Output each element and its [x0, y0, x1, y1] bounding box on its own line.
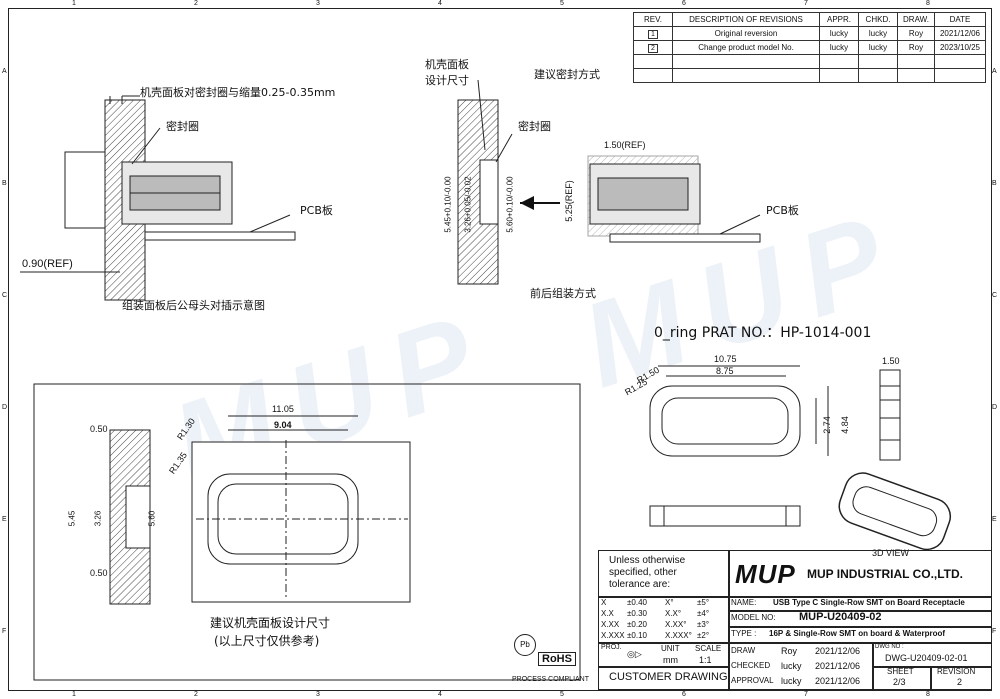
part-type: 16P & Single-Row SMT on board & Waterpro…: [769, 629, 946, 638]
view1-ref-dim: 0.90(REF): [22, 258, 73, 270]
revision-row: 1 Original reversion lucky lucky Roy 202…: [633, 26, 986, 41]
view2-ref-525: 5.25(REF): [563, 180, 574, 222]
dwg-number: DWG-U20409-02-01: [885, 653, 968, 663]
approval-table: DRAW Roy 2021/12/06 CHECKED lucky 2021/1…: [728, 642, 874, 690]
rohs-sub-label: PROCESS COMPLIANT: [512, 676, 590, 683]
panel-dim-904: 9.04: [274, 420, 292, 430]
tolerance-note: Unless otherwise specified, other tolera…: [609, 555, 686, 590]
oring-3d-label: 3D VIEW: [872, 548, 910, 558]
zone-row-f: F: [2, 628, 7, 635]
view1-compression-note: 机壳面板对密封圈与缩量0.25-0.35mm: [140, 86, 336, 99]
zone-col-5: 5: [560, 0, 564, 7]
zone-ruler-top: 1 2 3 4 5 6 7 8: [8, 0, 992, 8]
company-logo: MUP: [735, 559, 796, 589]
panel-caption-2: (以上尺寸仅供参考): [214, 634, 320, 648]
view2-caption: 前后组装方式: [530, 287, 596, 300]
zone-col-6: 6: [682, 0, 686, 7]
panel-dim-560: 5.60: [147, 510, 157, 527]
oring-dim-150: 1.50: [882, 356, 900, 366]
view2-dim-326: 3.26+0.05/-0.02: [463, 176, 473, 233]
oring-dim-274: 2.74: [821, 416, 832, 434]
oring-part-number: 0_ring PRAT NO.：HP-1014-001: [654, 325, 872, 341]
zone-col-2: 2: [194, 0, 198, 7]
panel-dim-545: 5.45: [67, 510, 77, 527]
tolerance-note-box: Unless otherwise specified, other tolera…: [598, 550, 730, 598]
tolerance-table: X ±0.40 X° ±5° X.X ±0.30 X.X° ±4° X.XX ±…: [598, 596, 730, 644]
panel-dim-050-bottom: 0.50: [90, 568, 108, 578]
company-box: MUP MUP INDUSTRIAL CO.,LTD.: [728, 550, 992, 598]
view1-seal-label: 密封圈: [166, 120, 199, 133]
zone-row-b: B: [2, 180, 7, 187]
drawing-frame: [8, 8, 992, 691]
view2-title-line1: 机壳面板: [425, 58, 469, 71]
view2-dim-560: 5.60+0.10/-0.00: [505, 176, 515, 233]
view1-pcb-label: PCB板: [300, 204, 333, 217]
zone-col-3: 3: [316, 0, 320, 7]
rohs-label: RoHS: [538, 652, 576, 666]
zone-row-d: D: [2, 404, 8, 411]
zone-ruler-bottom: 1 2 3 4 5 6 7 8: [72, 691, 930, 698]
customer-drawing-box: CUSTOMER DRAWING: [598, 666, 730, 690]
view2-ref-150: 1.50(REF): [604, 140, 646, 150]
view2-suggest-label: 建议密封方式: [534, 68, 600, 81]
view2-dim-545: 5.45+0.10/-0.00: [443, 176, 453, 233]
view2-seal-label: 密封圈: [518, 120, 551, 133]
view2-title-line2: 设计尺寸: [425, 74, 469, 87]
panel-caption-1: 建议机壳面板设计尺寸: [210, 616, 331, 630]
panel-dim-326: 3.26: [93, 510, 103, 527]
projection-icon: ◎▷: [627, 649, 642, 659]
zone-row-e: E: [2, 516, 7, 523]
proj-unit-scale: PROJ. ◎▷ UNIT mm SCALE 1:1: [598, 642, 730, 668]
zone-col-4: 4: [438, 0, 442, 7]
zone-col-1: 1: [72, 0, 76, 7]
zone-col-8: 8: [926, 0, 930, 7]
view1-caption: 组装面板后公母头对插示意图: [122, 299, 265, 312]
oring-dim-484: 4.84: [839, 416, 850, 434]
oring-dim-1075: 10.75: [714, 354, 737, 364]
rohs-stamp: Pb RoHS PROCESS COMPLIANT: [508, 632, 594, 688]
revision-row: 2 Change product model No. lucky lucky R…: [633, 40, 986, 55]
panel-dim-050-top: 0.50: [90, 424, 108, 434]
pb-free-icon: Pb: [514, 634, 536, 656]
model-number: MUP-U20409-02: [799, 611, 882, 623]
panel-dim-1105: 11.05: [272, 404, 294, 414]
zone-row-a: A: [2, 68, 7, 75]
company-name: MUP INDUSTRIAL CO.,LTD.: [807, 567, 963, 581]
oring-dim-875: 8.75: [716, 366, 734, 376]
part-name: USB Type C Single-Row SMT on Board Recep…: [773, 598, 965, 607]
zone-col-7: 7: [804, 0, 808, 7]
zone-row-c: C: [2, 292, 8, 299]
view2-pcb-label: PCB板: [766, 204, 799, 217]
revision-table: REV. DESCRIPTION OF REVISIONS APPR. CHKD…: [633, 12, 986, 83]
